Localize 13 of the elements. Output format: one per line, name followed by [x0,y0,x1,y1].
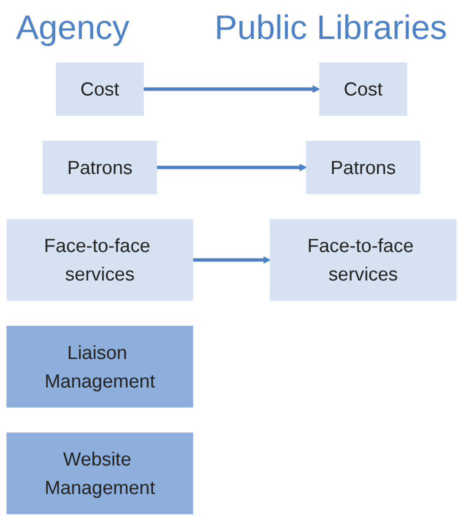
node-box: Face-to-face services [6,219,194,301]
arrow [156,164,307,172]
node-box: Patrons [42,140,157,194]
node-box: Patrons [306,140,420,194]
node-box: Cost [319,62,408,116]
node-box: Website Management [6,432,194,514]
column-heading: Public Libraries [214,8,447,49]
node-box: Liaison Management [6,326,194,408]
column-heading: Agency [16,8,130,49]
node-box: Cost [56,62,144,116]
arrow [192,256,271,264]
arrow [143,85,320,93]
node-box: Face-to-face services [270,219,457,301]
